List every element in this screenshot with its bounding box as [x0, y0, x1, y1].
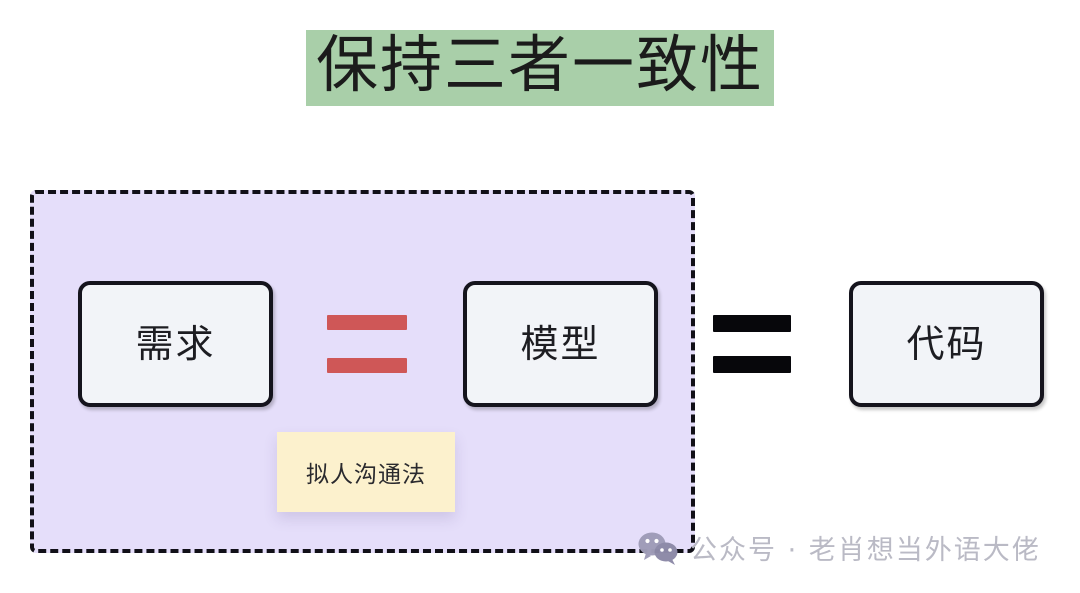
concept-box-model-label: 模型 — [520, 322, 601, 366]
equals-bar-top — [713, 315, 791, 332]
equals-bar-top — [327, 315, 407, 330]
note-card-communication-method[interactable]: 拟人沟通法 — [277, 432, 455, 512]
page-title: 保持三者一致性 — [0, 30, 1080, 106]
concept-box-model[interactable]: 模型 — [463, 281, 658, 407]
concept-box-requirement-label: 需求 — [135, 322, 216, 366]
note-card-label: 拟人沟通法 — [306, 462, 426, 488]
equals-sign-red-icon — [327, 315, 407, 373]
title-text: 保持三者一致性 — [315, 28, 764, 101]
watermark-text: 公众号 · 老肖想当外语大佬 — [690, 535, 1041, 566]
wechat-icon — [638, 532, 678, 565]
equals-bar-bottom — [327, 358, 407, 373]
concept-box-code[interactable]: 代码 — [849, 281, 1044, 407]
equals-bar-bottom — [713, 356, 791, 373]
title-highlight: 保持三者一致性 — [305, 28, 774, 106]
watermark: 公众号 · 老肖想当外语大佬 — [637, 528, 1041, 567]
equals-sign-black-icon — [713, 315, 791, 373]
concept-box-requirement[interactable]: 需求 — [78, 281, 273, 407]
concept-box-code-label: 代码 — [906, 322, 987, 366]
